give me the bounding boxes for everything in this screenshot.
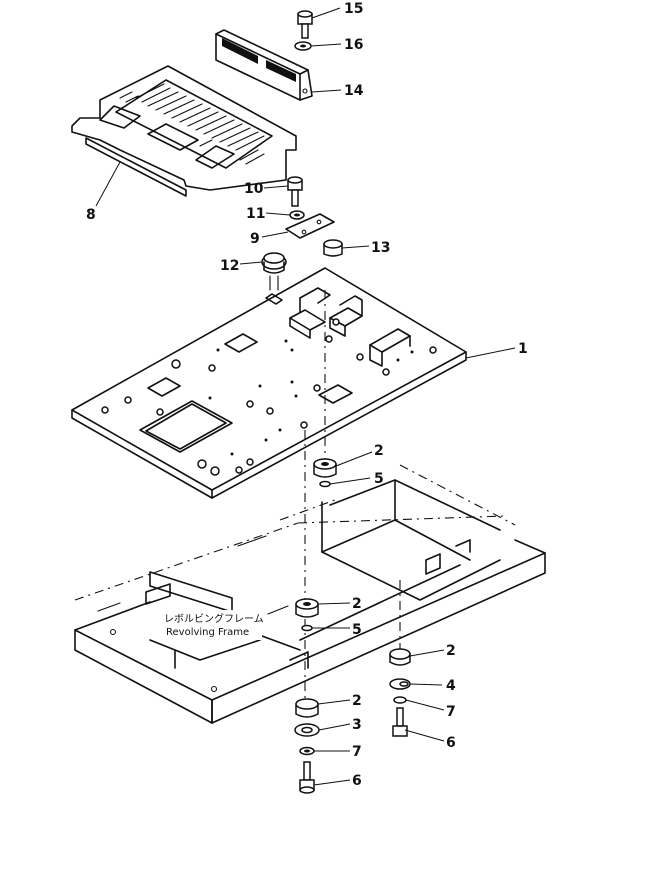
callout-5-middle: 5 bbox=[352, 622, 362, 638]
small-cover bbox=[285, 213, 335, 239]
callout-2-right: 2 bbox=[446, 643, 456, 659]
bolt-10 bbox=[287, 176, 303, 207]
bolt-15 bbox=[297, 10, 313, 39]
callout-3: 3 bbox=[352, 717, 362, 733]
callout-10: 10 bbox=[244, 181, 264, 197]
callout-2-upper: 2 bbox=[374, 443, 384, 459]
floor-plate bbox=[71, 267, 467, 499]
rubber-plug bbox=[261, 252, 287, 291]
washer-7-right bbox=[393, 696, 407, 704]
callout-labels: 15 16 14 8 10 11 9 13 12 1 2 5 2 5 2 4 7… bbox=[86, 1, 528, 789]
callout-8: 8 bbox=[86, 207, 96, 223]
callout-1: 1 bbox=[518, 341, 528, 357]
revolving-frame bbox=[74, 464, 546, 724]
callout-15: 15 bbox=[344, 1, 363, 17]
washer-16 bbox=[294, 41, 312, 51]
callout-9: 9 bbox=[250, 231, 260, 247]
plate-3 bbox=[294, 723, 320, 737]
frame-label-japanese: レボルビングフレーム bbox=[164, 612, 264, 625]
callout-5-upper: 5 bbox=[374, 471, 384, 487]
o-ring-upper bbox=[319, 480, 331, 488]
cap bbox=[323, 239, 343, 257]
callout-11: 11 bbox=[246, 206, 265, 222]
mat-slots bbox=[119, 83, 265, 165]
mount-rubber-upper bbox=[313, 458, 337, 478]
callout-7-lower: 7 bbox=[352, 744, 362, 760]
callout-2-lower: 2 bbox=[352, 693, 362, 709]
callout-6-lower: 6 bbox=[352, 773, 362, 789]
callout-4: 4 bbox=[446, 678, 456, 694]
mount-rubber-right bbox=[389, 648, 411, 666]
mount-rubber-lower bbox=[295, 698, 319, 718]
washer-11 bbox=[289, 210, 305, 220]
callout-7-right: 7 bbox=[446, 704, 456, 720]
callout-12: 12 bbox=[220, 258, 239, 274]
leader-lines bbox=[95, 7, 516, 786]
callout-6-right: 6 bbox=[446, 735, 456, 751]
bolt-6-lower bbox=[299, 761, 315, 794]
plate-4 bbox=[389, 678, 411, 690]
callout-16: 16 bbox=[344, 37, 363, 53]
mount-rubber-middle bbox=[295, 598, 319, 618]
frame-label-english: Revolving Frame bbox=[166, 627, 249, 638]
callout-14: 14 bbox=[344, 83, 364, 99]
washer-7-lower bbox=[299, 746, 315, 756]
o-ring-middle bbox=[301, 624, 313, 632]
cover bbox=[215, 29, 313, 101]
callout-2-middle: 2 bbox=[352, 596, 362, 612]
floor-mat bbox=[71, 65, 297, 197]
callout-13: 13 bbox=[371, 240, 390, 256]
plate-holes bbox=[101, 318, 437, 476]
bolt-6-right bbox=[392, 707, 408, 737]
frame-label: レボルビングフレーム Revolving Frame bbox=[160, 610, 264, 640]
